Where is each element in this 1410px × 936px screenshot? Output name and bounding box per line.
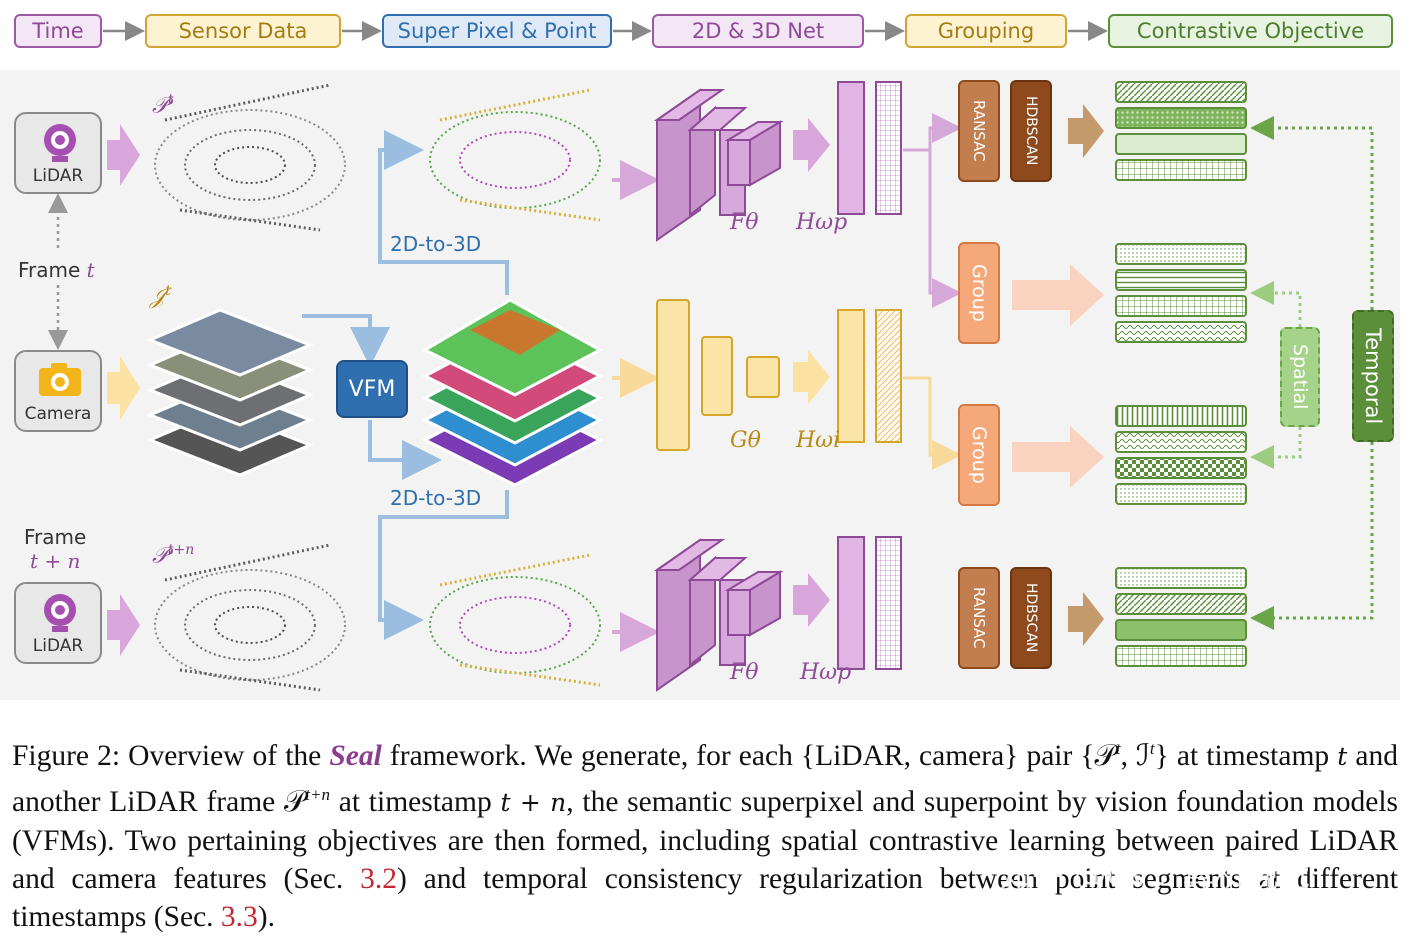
- lidar-scan-top: [154, 83, 346, 232]
- hdbscan-top-box: HDBSCAN: [1010, 80, 1052, 182]
- frame-t-label: Frame t: [18, 258, 95, 282]
- lidar-top-label: LiDAR: [32, 166, 84, 186]
- ransac-bottom-box: RANSAC: [958, 567, 1000, 669]
- superpoint-scan-top: [429, 88, 601, 222]
- group-bottom-box: Group: [958, 404, 1000, 506]
- group-top-box: Group: [958, 242, 1000, 344]
- camera-image-stack: [146, 308, 314, 477]
- header-super-pixel-point: Super Pixel & Point: [382, 14, 612, 48]
- lidar-scan-bottom: [154, 543, 346, 692]
- superpoint-scan-bottom: [429, 553, 601, 687]
- ransac-top-box: RANSAC: [958, 80, 1000, 182]
- 3d-net-top: [653, 88, 784, 242]
- header-grouping: Grouping: [905, 14, 1067, 48]
- header-contrastive-objective: Contrastive Objective: [1108, 14, 1393, 48]
- section-ref-3-2[interactable]: 3.2: [360, 862, 397, 895]
- camera-big-arrow: [107, 356, 140, 420]
- superpixel-stack: [421, 298, 604, 487]
- point-cloud-t-label: 𝒫t: [152, 92, 174, 119]
- head-top-solid: [837, 81, 865, 215]
- header-connector-arrows: [103, 21, 1108, 41]
- temporal-box: Temporal: [1352, 310, 1394, 442]
- lidar-bottom-icon-box: LiDAR: [14, 582, 102, 664]
- head-bot-solid: [837, 536, 865, 670]
- 3d-net-bottom: [653, 538, 784, 692]
- head-top-grid: [875, 81, 902, 215]
- 2d-to-3d-top-label: 2D-to-3D: [390, 232, 482, 256]
- camera-label: Camera: [24, 404, 92, 424]
- lidar-bottom-big-arrow: [107, 594, 140, 656]
- header-2d-3d-net: 2D & 3D Net: [652, 14, 864, 48]
- h-wp-bottom-label: Hωp: [800, 660, 852, 685]
- vfm-label: VFM: [348, 376, 396, 402]
- frame-tn-label-line2: t + n: [30, 549, 81, 573]
- header-sensor-data: Sensor Data: [145, 14, 341, 48]
- header-time: Time: [14, 14, 102, 48]
- lidar-bottom-label: LiDAR: [32, 636, 84, 656]
- spatial-box: Spatial: [1280, 327, 1320, 427]
- figure-caption: Figure 2: Overview of the Seal framework…: [12, 739, 1398, 933]
- lidar-top-big-arrow: [107, 124, 140, 186]
- h-wp-top-label: Hωp: [796, 210, 848, 235]
- feature-bars: [1115, 81, 1247, 667]
- frame-tn-label-line1: Frame: [24, 525, 87, 549]
- point-cloud-tn-label: 𝒫t+n: [152, 542, 195, 569]
- 2d-to-3d-bottom-label: 2D-to-3D: [390, 486, 482, 510]
- hdbscan-bottom-box: HDBSCAN: [1010, 567, 1052, 669]
- seal-name: Seal: [329, 739, 382, 772]
- camera-icon: [39, 363, 81, 396]
- watermark: 知乎 @CV计算机视觉: [1000, 856, 1311, 894]
- lidar-icon: [44, 124, 76, 162]
- diagram-graphics: [48, 81, 1374, 692]
- 2d-net: [656, 299, 780, 451]
- head-bot-grid: [875, 536, 902, 670]
- head-mid-diag: [875, 309, 902, 443]
- f-theta-top-label: Fθ: [730, 210, 759, 235]
- h-wi-label: Hωi: [796, 428, 841, 453]
- section-ref-3-3[interactable]: 3.3: [220, 900, 258, 933]
- camera-icon-box: Camera: [14, 350, 102, 432]
- vfm-box: VFM: [336, 360, 408, 418]
- g-theta-label: Gθ: [730, 428, 761, 453]
- f-theta-bottom-label: Fθ: [730, 660, 759, 685]
- lidar-icon: [44, 594, 76, 632]
- lidar-top-icon-box: LiDAR: [14, 112, 102, 194]
- image-t-label: 𝒥t: [150, 283, 171, 310]
- head-mid-solid: [837, 309, 865, 443]
